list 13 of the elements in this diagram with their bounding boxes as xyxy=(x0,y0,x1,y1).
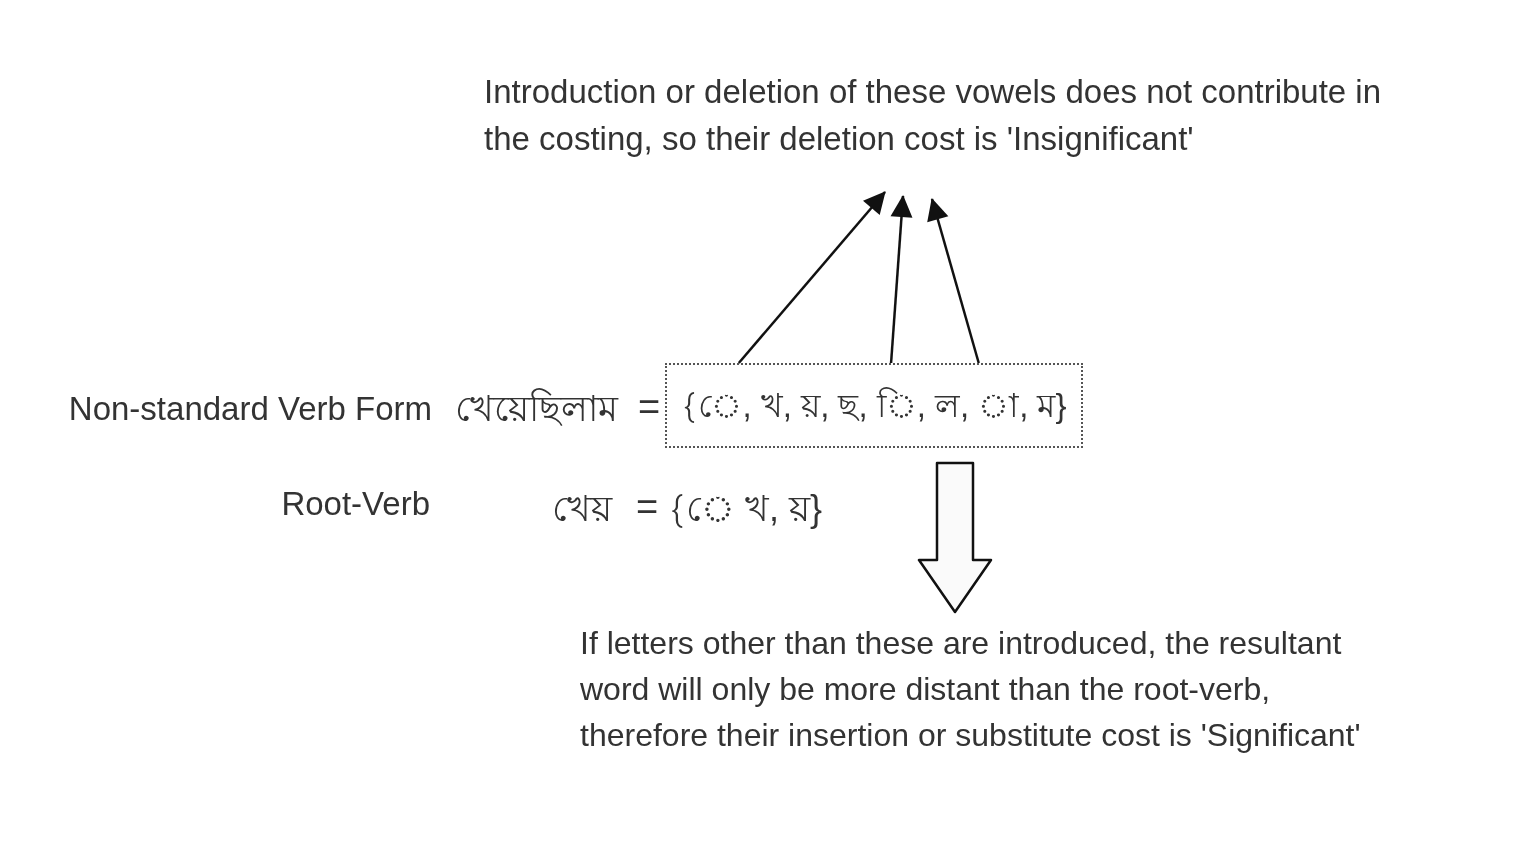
note-text: Introduction or deletion of these vowels does not contribute in the costing, so their deletion cost is 'Insignificant' xyxy=(484,68,1414,192)
arrow xyxy=(927,198,980,364)
label-text: Root-Verb xyxy=(280,484,430,524)
label-text: = xyxy=(636,385,662,430)
block-arrow xyxy=(917,461,993,614)
note-text: If letters other than these are introduced, the resultant word will only be more distant than the root-verb, therefore their insertion or substitute cost is 'Significant' xyxy=(580,620,1380,810)
label-text: Non-standard Verb Form xyxy=(67,389,432,429)
label-text: = xyxy=(634,485,660,530)
letter-set-box: {ে, খ, য়, ছ, ি, ল, া, ম} xyxy=(665,363,1083,448)
arrow xyxy=(737,191,886,364)
arrow xyxy=(889,195,913,364)
label-text: খেয় xyxy=(552,487,614,531)
label-text: {ে খ, য়} xyxy=(668,487,824,531)
